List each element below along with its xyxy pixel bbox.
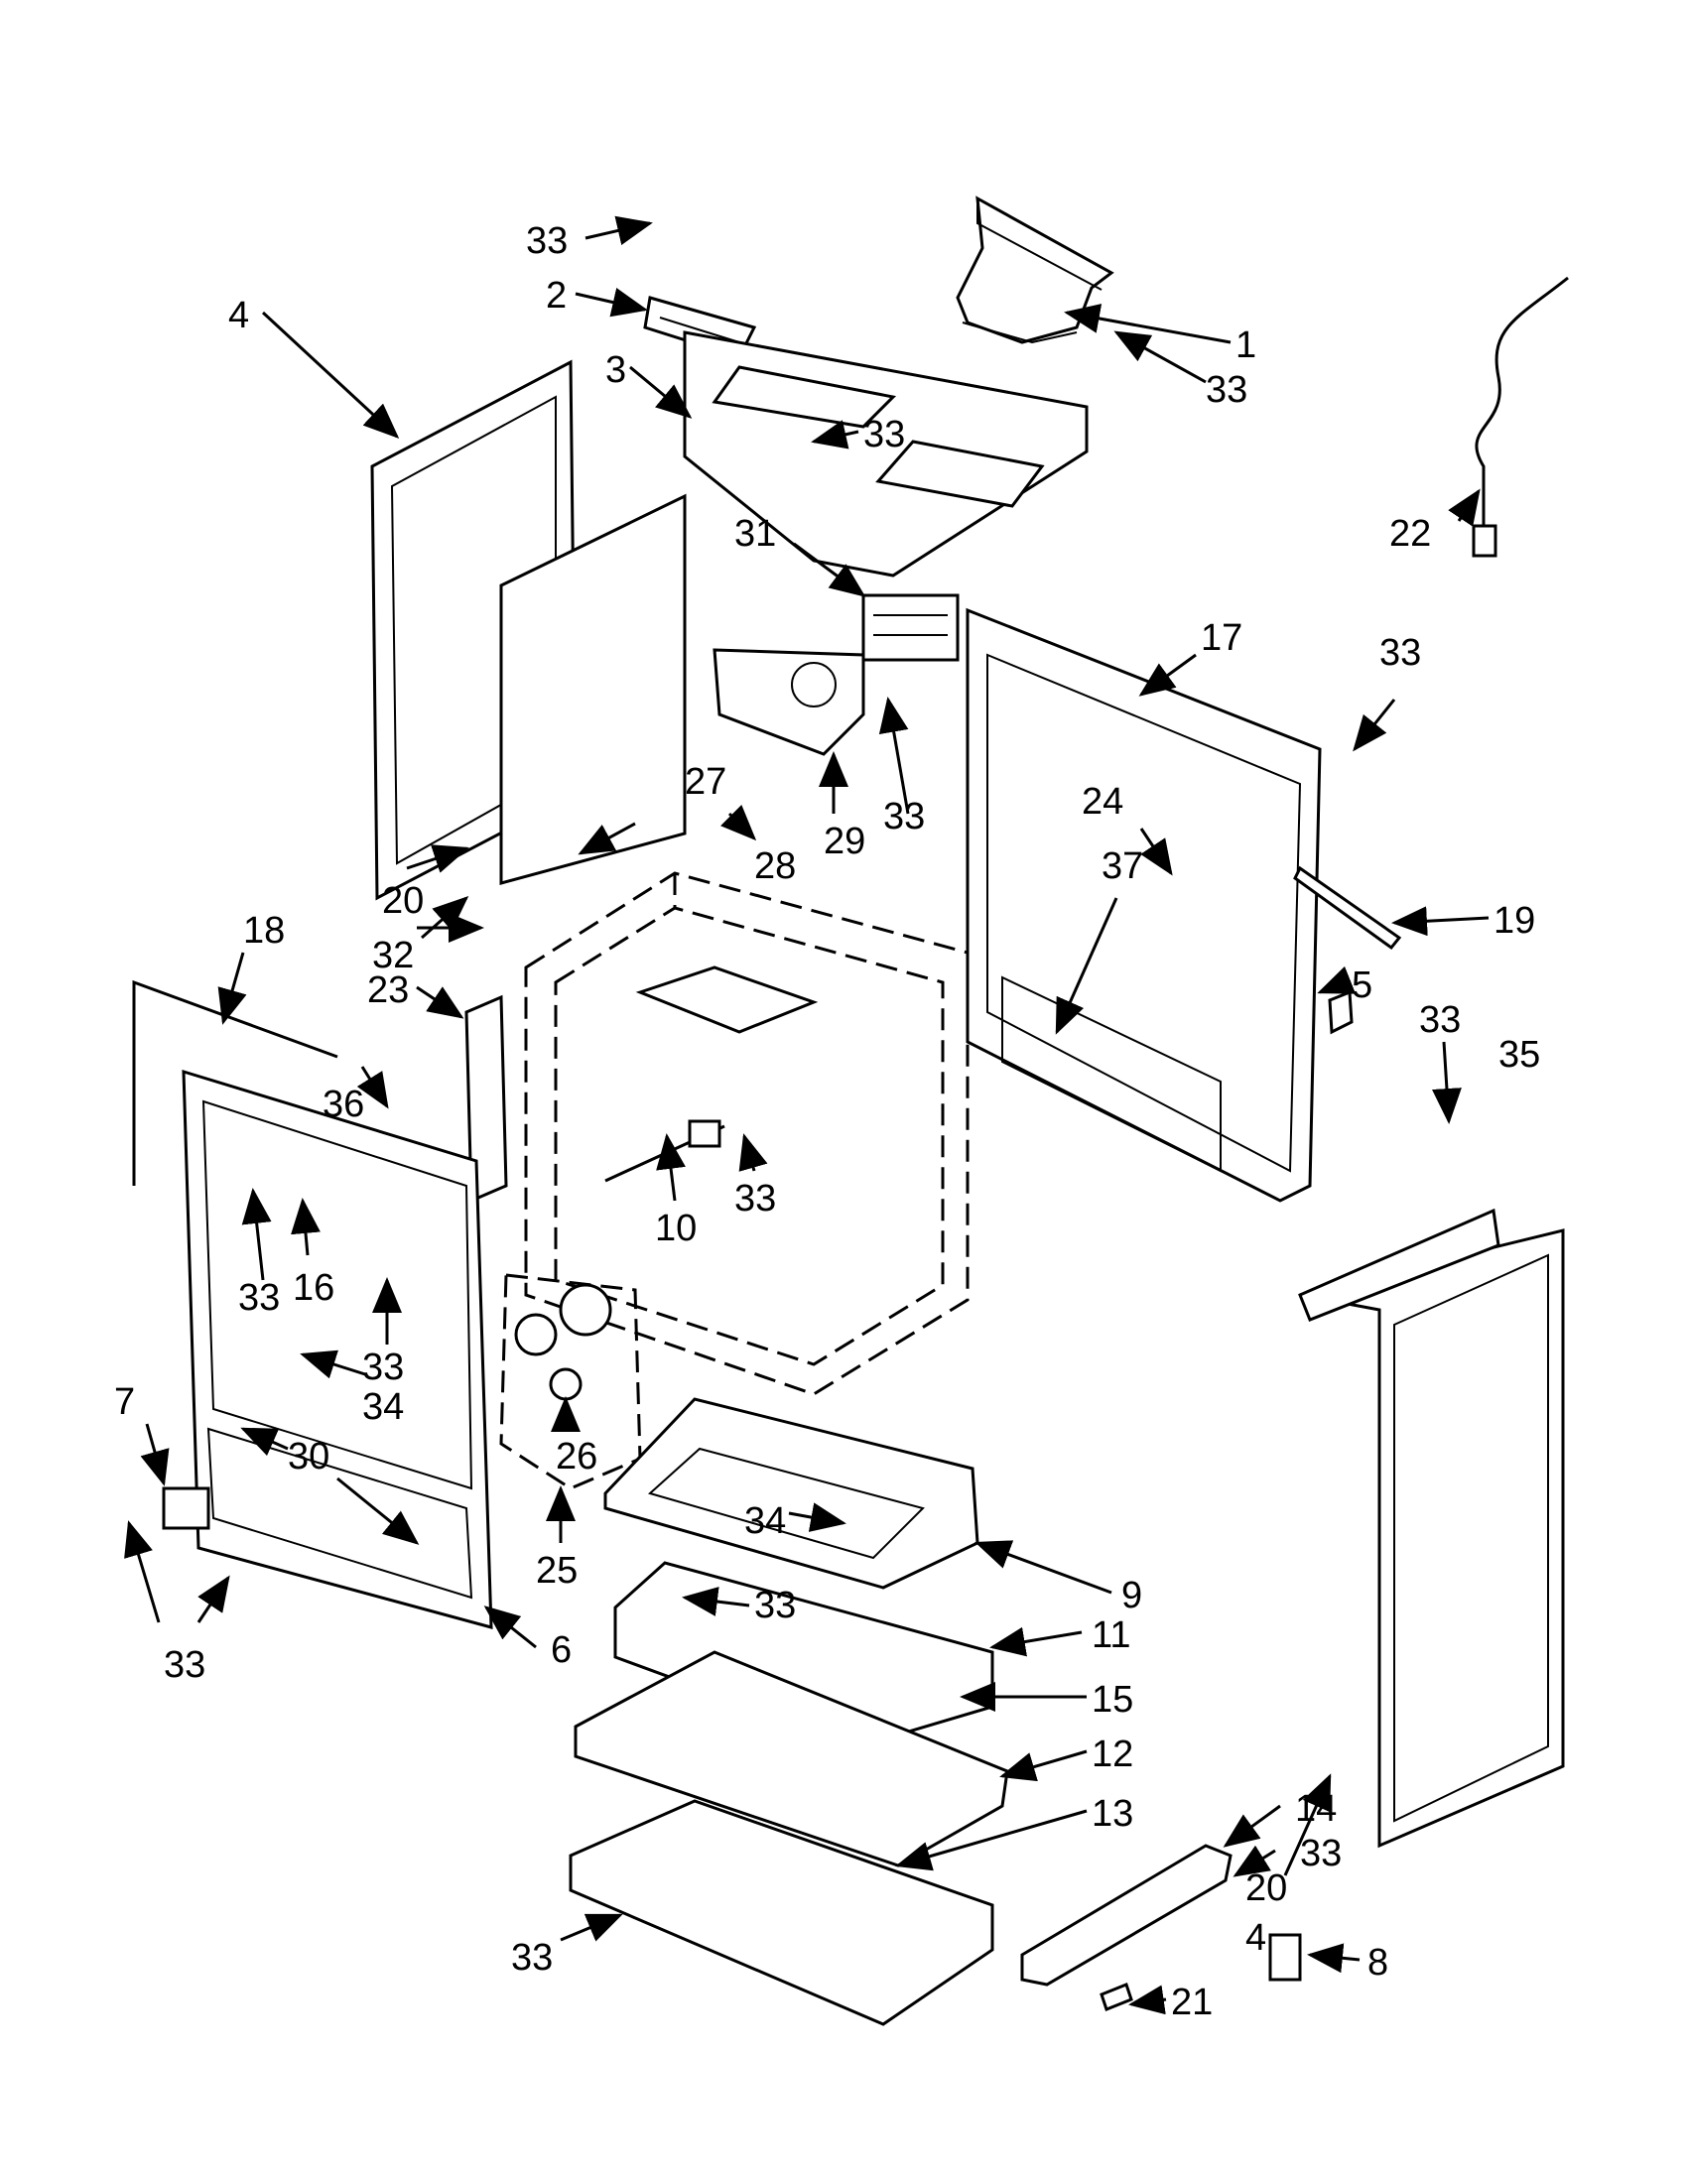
callout-17: 17 (1201, 617, 1242, 659)
callout-15: 15 (1092, 1679, 1133, 1721)
part-control-board (861, 593, 960, 662)
callout-32: 32 (372, 935, 414, 976)
callout-23: 23 (367, 969, 409, 1011)
part-bracket-23 (464, 994, 508, 1204)
callout-6: 6 (551, 1629, 572, 1671)
callout-33-m: 33 (511, 1937, 553, 1979)
callout-16: 16 (293, 1267, 334, 1309)
part-leveling-leg-8 (1268, 1933, 1302, 1982)
callout-27: 27 (685, 761, 726, 803)
part-side-panel-right (1298, 1208, 1565, 1849)
callout-5: 5 (1352, 964, 1372, 1006)
part-back-panel (966, 607, 1322, 1203)
part-clip-5 (1328, 989, 1354, 1035)
part-knob-group (499, 1273, 642, 1490)
callout-labels: 1 2 3 4 5 6 7 8 9 10 11 12 13 14 15 16 1… (114, 220, 1540, 2023)
callout-34-a: 34 (362, 1386, 404, 1428)
callout-12: 12 (1092, 1734, 1133, 1775)
callout-25: 25 (536, 1550, 578, 1592)
part-bottom-tray-9 (603, 1397, 979, 1590)
callout-8: 8 (1367, 1942, 1388, 1984)
callout-3: 3 (605, 349, 626, 391)
callout-33-a: 33 (526, 220, 568, 262)
part-switch-assembly (713, 648, 865, 756)
callout-19: 19 (1493, 900, 1535, 942)
callout-33-f: 33 (1419, 999, 1461, 1041)
part-drawer-liner-12 (574, 1650, 1009, 1867)
callout-36: 36 (323, 1084, 364, 1125)
part-power-cord (1472, 276, 1569, 558)
callout-1: 1 (1235, 324, 1256, 366)
part-valve-7 (162, 1486, 210, 1530)
callout-9: 9 (1121, 1575, 1142, 1616)
leader-lines (124, 215, 1490, 2015)
part-front-frame (182, 1069, 493, 1629)
callout-33-b: 33 (1206, 369, 1247, 411)
callout-30: 30 (288, 1436, 329, 1477)
callout-20-left: 20 (382, 880, 424, 922)
callout-2: 2 (546, 275, 567, 317)
part-leveling-rail-14 (1020, 1844, 1233, 1987)
part-rail-19 (1293, 865, 1402, 951)
callout-21: 21 (1171, 1982, 1213, 2023)
callout-33-j: 33 (164, 1644, 205, 1686)
callout-34-b: 34 (744, 1500, 786, 1542)
callout-33-i: 33 (362, 1347, 404, 1388)
callout-29: 29 (824, 821, 865, 862)
callout-22: 22 (1389, 513, 1431, 555)
callout-28: 28 (754, 845, 796, 887)
callout-13: 13 (1092, 1793, 1133, 1835)
part-vent-duct (956, 195, 1114, 344)
callout-7: 7 (114, 1381, 135, 1423)
callout-37: 37 (1102, 845, 1143, 887)
callout-33-l: 33 (1300, 1833, 1342, 1874)
callout-31: 31 (734, 513, 776, 555)
part-bottom-panel-13 (569, 1799, 994, 2026)
callout-33-e: 33 (883, 796, 925, 837)
callout-18: 18 (243, 910, 285, 952)
part-door-gasket (132, 979, 338, 1186)
callout-33-g: 33 (734, 1178, 776, 1220)
part-clip-21 (1100, 1983, 1133, 2011)
callout-33-k: 33 (754, 1585, 796, 1626)
callout-33-d: 33 (1379, 632, 1421, 674)
callout-14: 14 (1295, 1788, 1337, 1830)
callout-33-c: 33 (863, 414, 905, 455)
callout-4-right: 4 (1245, 1917, 1266, 1959)
part-oven-sensor (604, 1119, 725, 1183)
callout-33-h: 33 (238, 1277, 280, 1319)
callout-26: 26 (556, 1436, 597, 1477)
callout-24: 24 (1082, 781, 1123, 823)
callout-10: 10 (655, 1208, 697, 1249)
callout-4-left: 4 (228, 295, 249, 336)
part-insulation-panel (499, 493, 687, 885)
callout-11: 11 (1092, 1614, 1130, 1656)
callout-20-right: 20 (1245, 1867, 1287, 1909)
callout-35: 35 (1498, 1034, 1540, 1076)
